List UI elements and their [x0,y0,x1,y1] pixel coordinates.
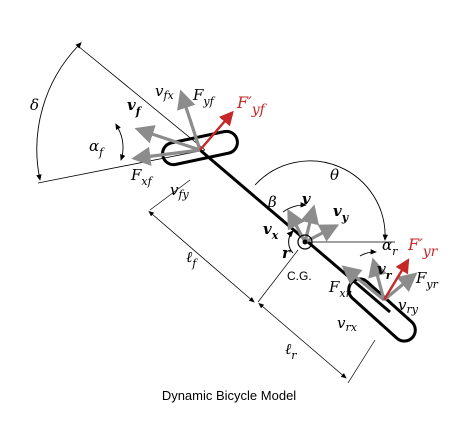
svg-text:ℓf: ℓf [186,248,198,270]
lr-label: ℓ [285,340,291,358]
F-yr-prime-sub: yr [422,244,439,260]
v-fx-label: v [155,82,164,100]
v-fy-sub: fy [177,188,189,201]
F-yr-sub: yr [425,278,438,291]
yaw-rate-arc [286,230,294,254]
F-yf-prime-sub: yf [251,102,268,118]
heading-angle-arc [254,160,388,241]
rear-velocity-label: v [377,260,386,278]
lr-sub: r [291,349,297,362]
front-slip-angle-sub: f [98,146,105,159]
v-rx-sub: rx [345,321,357,334]
lf-sub: f [191,257,198,270]
svg-text:αr: αr [382,236,398,258]
F-yf-prime-label: F′ [236,93,252,112]
lr-extension-rear [347,339,376,384]
cg-velocity-label: v [302,190,311,208]
lf-extension-rear [257,249,299,303]
svg-text:Fyf: Fyf [192,86,216,108]
v-y-label: v [333,202,342,220]
rear-slip-angle-arc [359,249,377,257]
rear-slip-angle-sub: r [392,245,398,258]
front-velocity-sub: f [135,105,143,118]
sideslip-angle-label: β [267,193,277,211]
v-fx-sub: fx [162,89,174,102]
rear-lateral-force-arrow [382,272,418,302]
lr-dimension-line [258,302,347,379]
front-longitudinal-force-arrow [131,146,201,166]
svg-text:αf: αf [89,137,105,159]
svg-text:vr: vr [377,260,393,282]
vehicle-body-line [199,148,391,314]
steer-angle-label: δ [30,96,39,114]
front-slip-angle-label: α [89,137,99,155]
F-yr-label: F [415,269,427,287]
svg-text:vy: vy [333,202,350,224]
rear-slip-angle-label: α [382,236,392,254]
v-rx-label: v [337,314,346,332]
F-xf-sub: xf [141,175,153,188]
svg-text:vf: vf [127,96,143,118]
cg-longitudinal-velocity-arrow [287,208,307,243]
front-slip-angle-arc [115,123,126,161]
lf-dimension-line [148,210,255,303]
svg-text:F′yr: F′yr [407,235,439,260]
svg-text:vx: vx [263,220,279,242]
svg-text:vfy: vfy [170,181,190,201]
front-heading-line [37,149,206,184]
lf-extension-front [149,179,191,211]
figure-caption: Dynamic Bicycle Model [162,388,296,403]
v-fy-label: v [170,181,179,199]
sideslip-angle-arc [282,202,307,213]
rear-velocity-sub: r [386,269,393,282]
F-yf-label: F [192,86,204,104]
cg-label: C.G. [287,269,312,283]
svg-text:vry: vry [398,296,419,316]
svg-text:Fxf: Fxf [130,166,154,188]
front-lateral-force-prime-arrow [199,110,234,151]
F-yf-sub: yf [202,95,215,108]
svg-text:Fyr: Fyr [415,269,439,291]
v-ry-label: v [398,296,407,314]
cg-circle [297,234,313,250]
cg-center-dot [302,239,308,245]
v-x-sub: x [271,229,279,242]
front-lateral-force-arrow [177,89,202,151]
lf-label: ℓ [186,248,192,266]
yaw-rate-label: r [282,244,291,262]
front-reference-line [77,45,206,151]
steer-angle-arc [36,42,82,181]
front-velocity-label: v [127,96,136,114]
heading-angle-label: θ [330,166,339,184]
F-xr-label: F [328,278,340,296]
svg-text:vrx: vrx [337,314,358,334]
v-y-sub: y [341,211,350,224]
svg-text:F′yf: F′yf [236,93,268,118]
rear-longitudinal-force-arrow [341,265,386,302]
rear-lateral-force-prime-arrow [382,258,410,301]
svg-text:ℓr: ℓr [285,340,297,362]
front-velocity-arrow [134,125,201,152]
rear-velocity-arrow [368,257,387,301]
F-xr-sub: xr [339,287,351,300]
F-xf-label: F [130,166,142,184]
svg-text:Fxr: Fxr [328,278,352,300]
svg-text:vfx: vfx [155,82,175,102]
F-yr-prime-label: F′ [407,235,423,254]
cg-velocity-arrow [300,204,320,243]
v-x-label: v [263,220,272,238]
v-ry-sub: ry [406,303,418,316]
cg-lateral-velocity-arrow [304,224,340,244]
